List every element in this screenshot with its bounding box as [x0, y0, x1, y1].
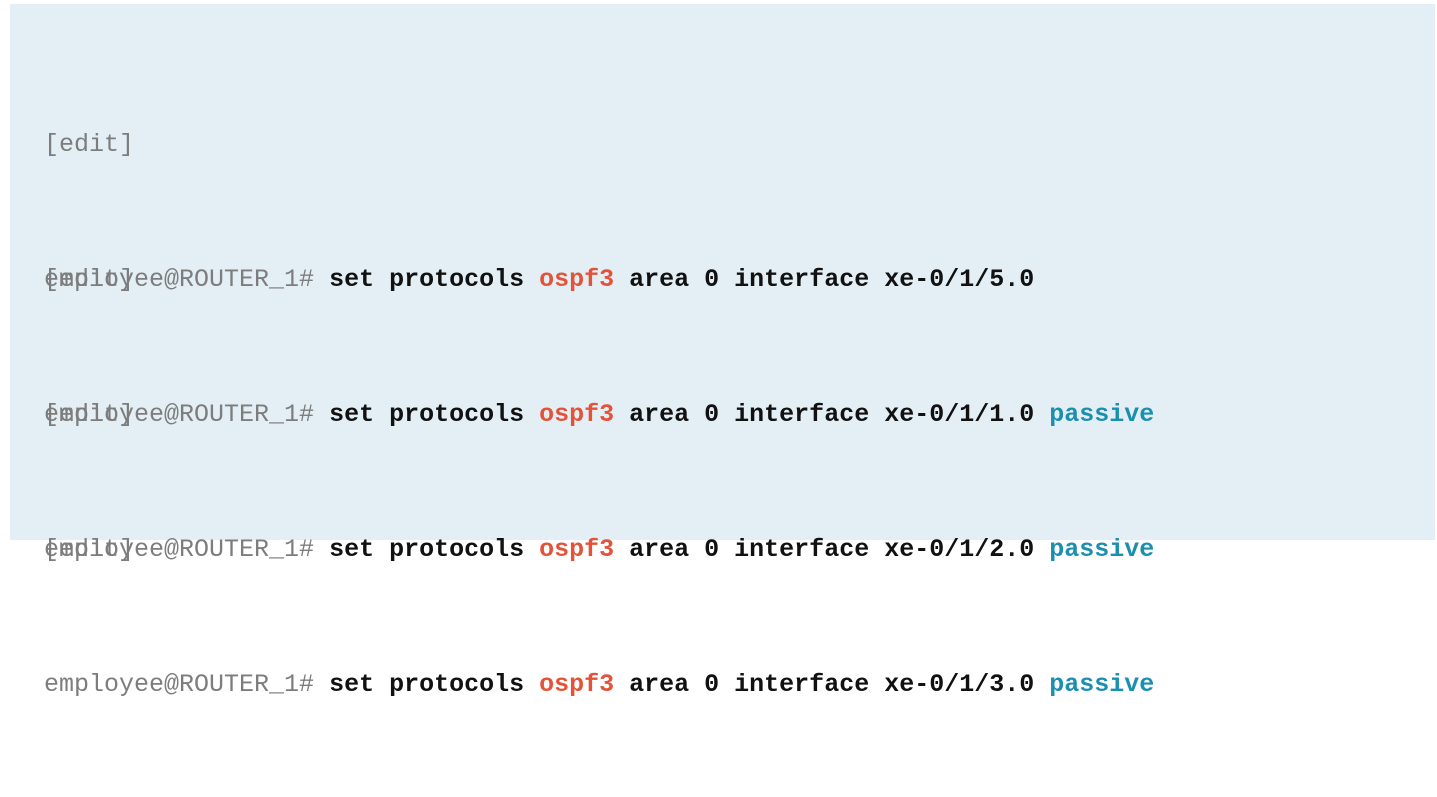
- config-block: [edit] employee@ROUTER_1# set protocols …: [44, 32, 1435, 392]
- edit-context-label: [edit]: [44, 130, 135, 159]
- command-start: set protocols: [329, 670, 525, 699]
- code-panel: [edit] employee@ROUTER_1# set protocols …: [10, 4, 1435, 699]
- cli-prompt: employee@ROUTER_1#: [44, 400, 315, 429]
- command-end: area 0 interface xe-0/1/1.0: [629, 400, 1035, 429]
- command-end: area 0 interface xe-0/1/3.0: [629, 670, 1035, 699]
- protocol-keyword: ospf3: [539, 265, 615, 294]
- edit-context-label: [edit]: [44, 265, 135, 294]
- protocol-keyword: ospf3: [539, 400, 615, 429]
- passive-keyword: passive: [1049, 400, 1155, 429]
- command-line: employee@ROUTER_1# set protocols ospf3 a…: [44, 662, 1435, 707]
- command-start: set protocols: [329, 265, 525, 294]
- command-line: employee@ROUTER_1# set protocols ospf3 a…: [44, 392, 1435, 437]
- config-block: [edit] employee@ROUTER_1# set protocols …: [44, 167, 1435, 527]
- edit-context-label: [edit]: [44, 400, 135, 429]
- protocol-keyword: ospf3: [539, 670, 615, 699]
- cli-prompt: employee@ROUTER_1#: [44, 670, 315, 699]
- cli-prompt: employee@ROUTER_1#: [44, 265, 315, 294]
- config-block: [edit] employee@ROUTER_1# set protocols …: [44, 437, 1435, 797]
- passive-keyword: passive: [1049, 670, 1155, 699]
- command-end: area 0 interface xe-0/1/5.0: [629, 265, 1035, 294]
- command-start: set protocols: [329, 400, 525, 429]
- edit-context-label: [edit]: [44, 535, 135, 564]
- command-line: employee@ROUTER_1# set protocols ospf3 a…: [44, 257, 1435, 302]
